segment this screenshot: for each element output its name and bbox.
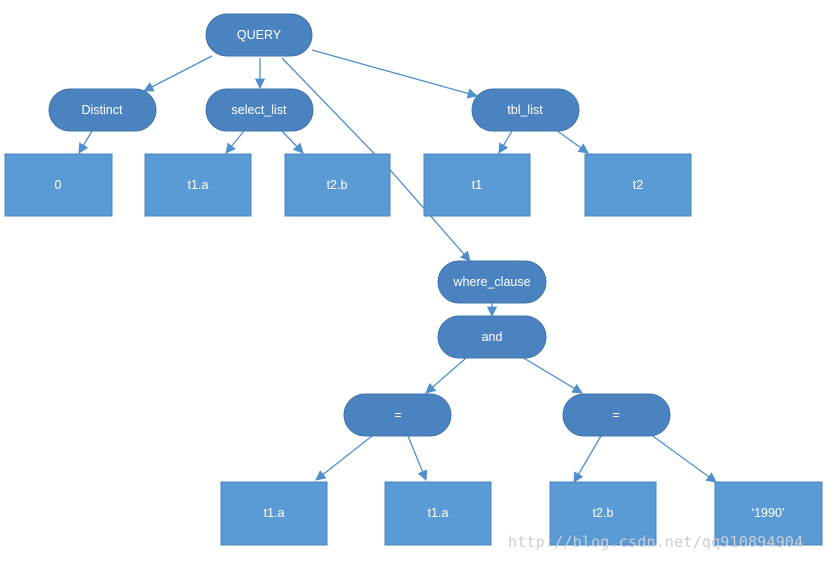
edge-eq-right-rhs bbox=[649, 433, 717, 483]
edge-eq-left-lhs bbox=[315, 435, 373, 481]
node-select-list-label: select_list bbox=[232, 103, 287, 117]
node-tbl-t1: t1 bbox=[423, 153, 531, 217]
node-tbl-t2-label: t2 bbox=[633, 178, 643, 192]
node-zero-label: 0 bbox=[55, 178, 62, 192]
node-tbl-t1-label: t1 bbox=[472, 178, 482, 192]
node-eq-left-rhs: t1.a bbox=[384, 481, 492, 546]
node-tbl-t2: t2 bbox=[584, 153, 692, 217]
edges bbox=[78, 49, 717, 483]
node-eq-right-rhs-label: ‘1990’ bbox=[751, 506, 784, 520]
node-eq-right: = bbox=[562, 393, 671, 437]
edge-query-distinct bbox=[143, 55, 213, 92]
node-tbl-list: tbl_list bbox=[471, 88, 580, 132]
edge-tbl-list-t1 bbox=[498, 130, 513, 154]
edge-select-list-t2b bbox=[281, 130, 304, 154]
node-where-clause-label: where_clause bbox=[452, 275, 530, 289]
node-eq-left-rhs-label: t1.a bbox=[428, 506, 449, 520]
node-eq-right-rhs: ‘1990’ bbox=[714, 481, 823, 546]
node-distinct-label: Distinct bbox=[82, 103, 124, 117]
node-eq-left-label: = bbox=[394, 408, 401, 422]
node-eq-right-lhs-label: t2.b bbox=[593, 506, 614, 520]
edge-query-where-clause bbox=[281, 57, 471, 262]
node-select-t1a-label: t1.a bbox=[188, 178, 209, 192]
node-select-list: select_list bbox=[205, 88, 314, 132]
node-and: and bbox=[437, 315, 547, 359]
edge-select-list-t1a bbox=[225, 130, 245, 154]
node-where-clause: where_clause bbox=[437, 260, 547, 304]
node-and-label: and bbox=[482, 330, 503, 344]
edge-eq-right-lhs bbox=[573, 435, 602, 483]
edge-and-eq-right bbox=[521, 356, 583, 394]
node-eq-left-lhs-label: t1.a bbox=[264, 506, 285, 520]
node-distinct: Distinct bbox=[48, 88, 157, 132]
node-zero: 0 bbox=[4, 153, 113, 217]
node-eq-right-label: = bbox=[612, 408, 619, 422]
node-tbl-list-label: tbl_list bbox=[507, 103, 543, 117]
watermark-text: http://blog.csdn.net/qq910894904 bbox=[508, 533, 804, 551]
edge-and-eq-left bbox=[425, 357, 467, 394]
node-query-label: QUERY bbox=[237, 28, 282, 42]
node-select-t2b: t2.b bbox=[284, 153, 391, 217]
edge-query-tbl-list bbox=[311, 49, 479, 99]
edge-tbl-list-t2 bbox=[555, 129, 589, 154]
node-eq-right-lhs: t2.b bbox=[549, 481, 657, 546]
node-query: QUERY bbox=[205, 13, 313, 57]
edge-distinct-zero bbox=[78, 130, 93, 154]
node-select-t1a: t1.a bbox=[144, 153, 252, 217]
edge-eq-left-rhs bbox=[407, 435, 428, 481]
node-select-t2b-label: t2.b bbox=[327, 178, 348, 192]
node-eq-left: = bbox=[343, 393, 452, 437]
node-eq-left-lhs: t1.a bbox=[220, 481, 328, 546]
